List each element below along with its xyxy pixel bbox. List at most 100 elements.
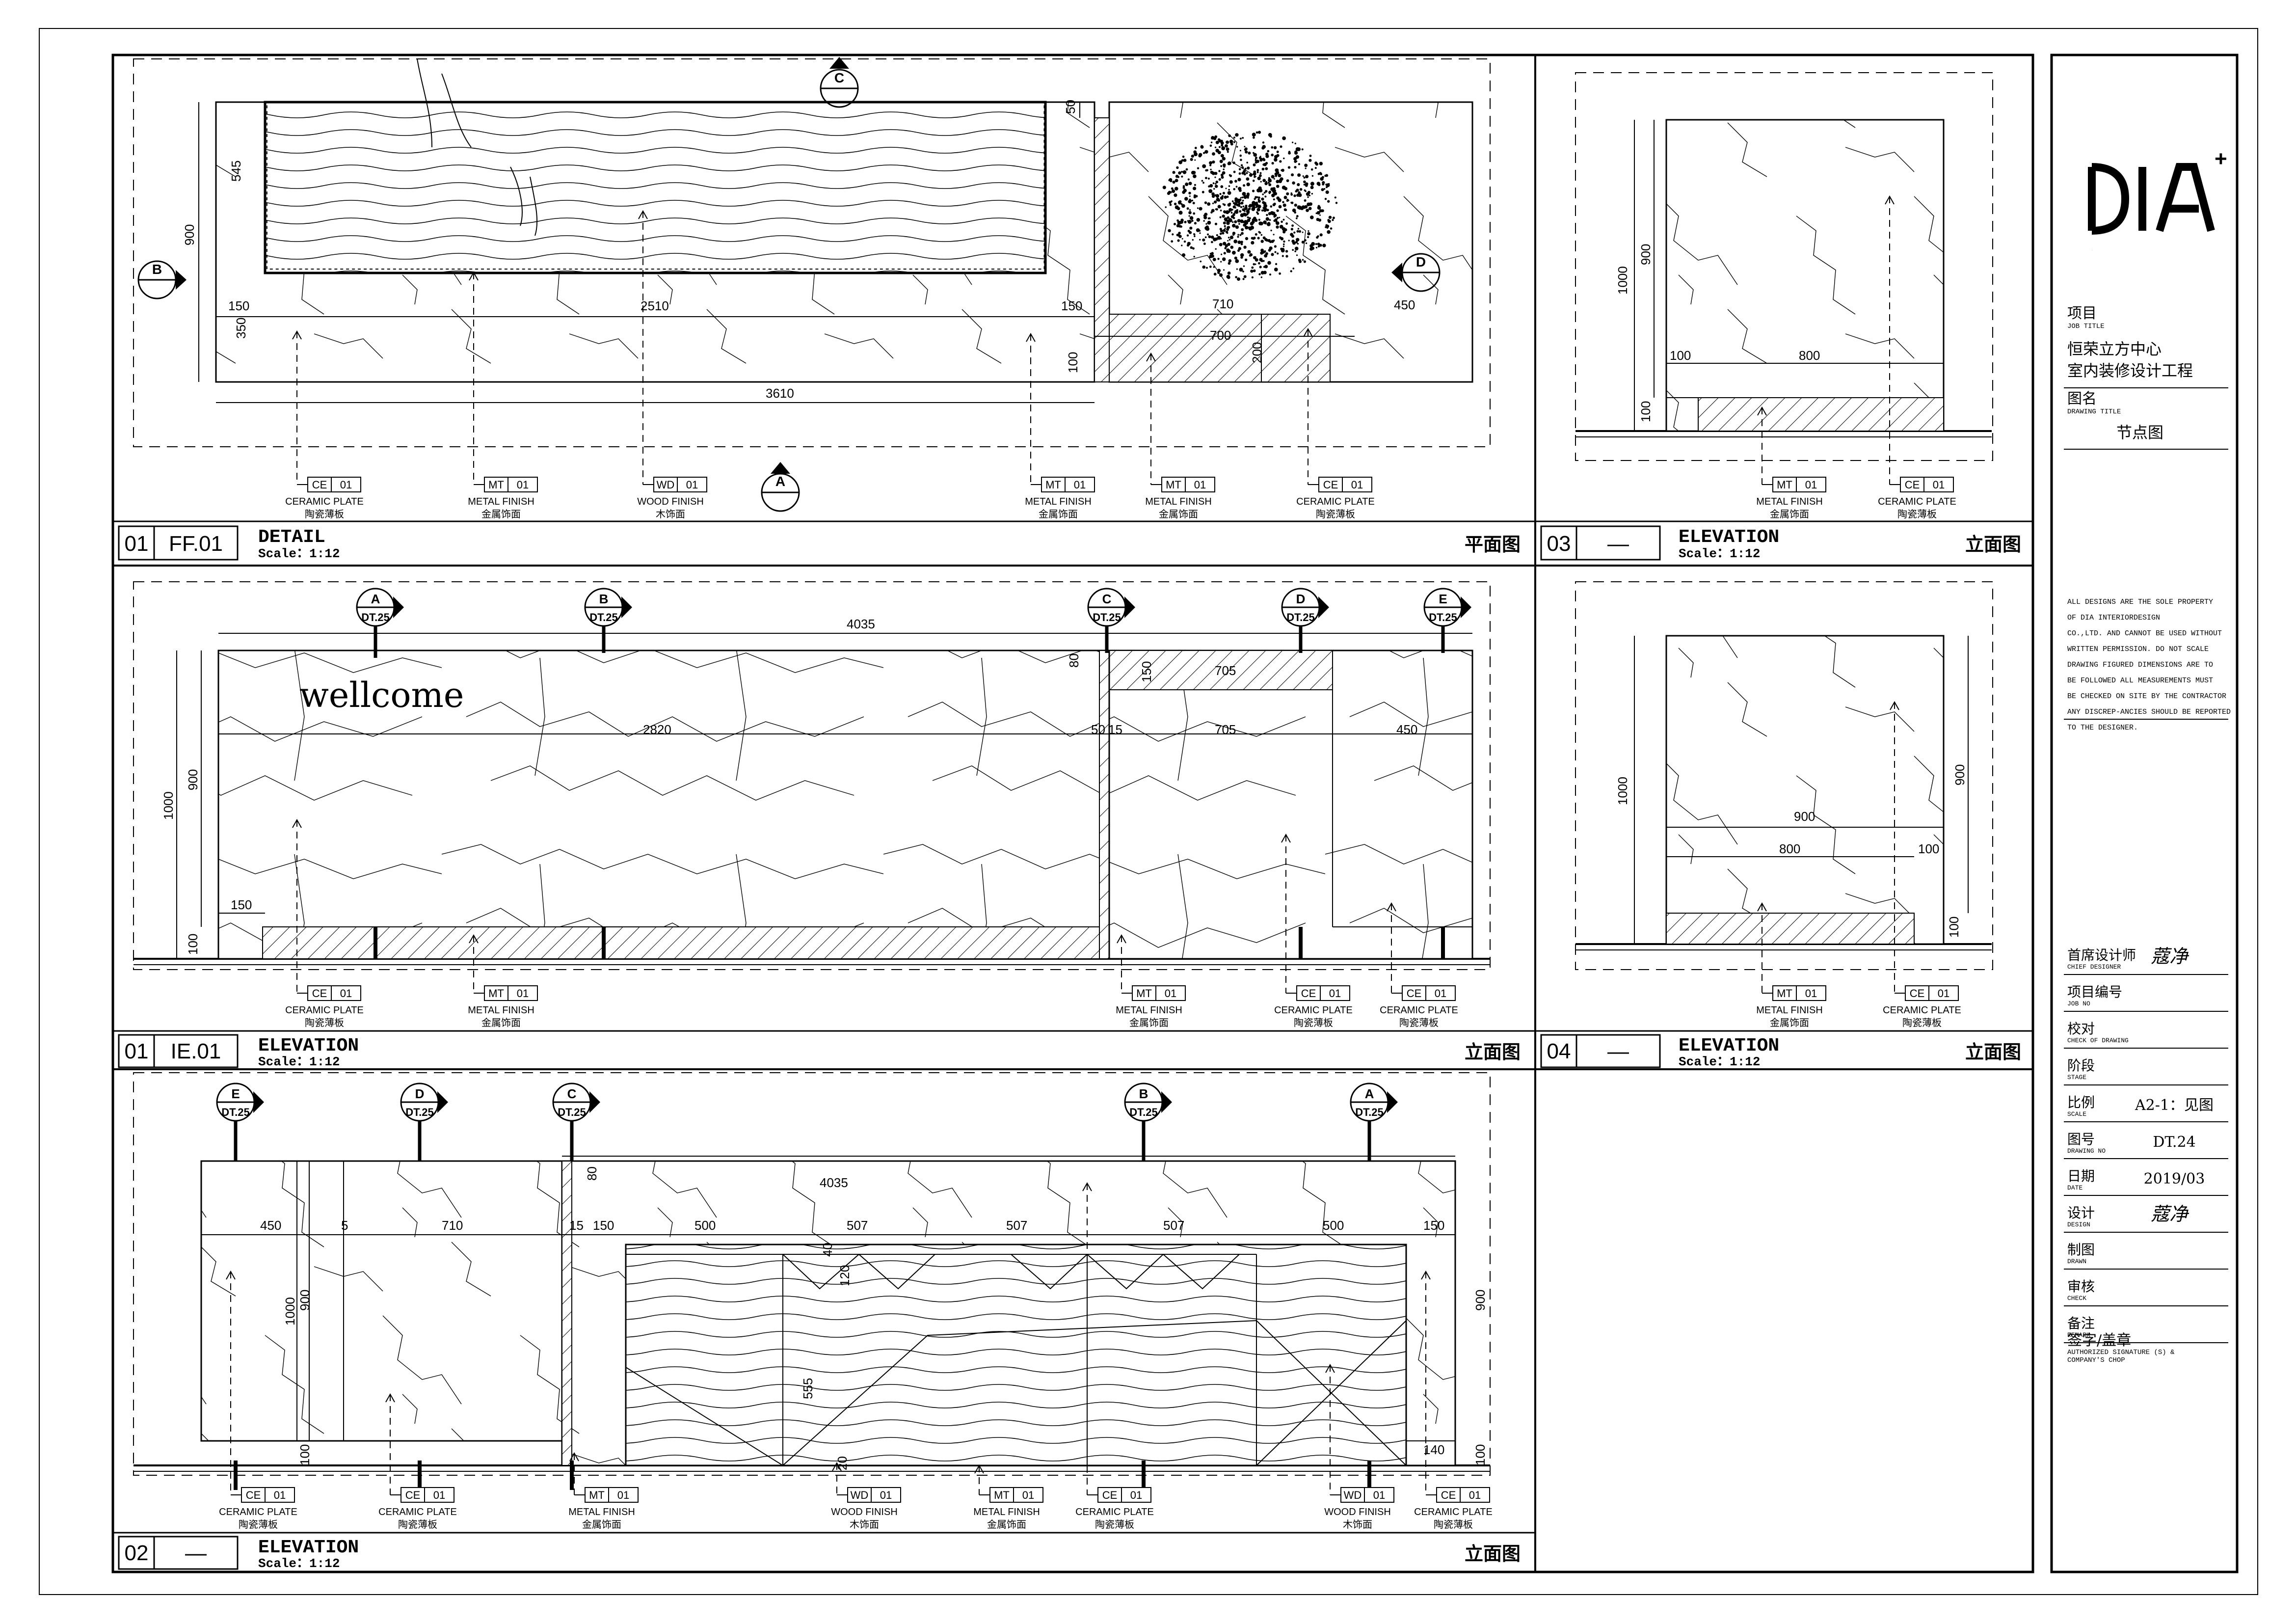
svg-text:04: 04	[1547, 1039, 1571, 1063]
material-num: 01	[1933, 479, 1945, 491]
material-num: 01	[1373, 1489, 1385, 1501]
section-callout-c[interactable]: C	[820, 57, 859, 108]
field-label-cn: 审核	[2067, 1278, 2095, 1295]
material-code: WD	[851, 1489, 869, 1501]
callout-ref: DT.25	[1129, 1106, 1157, 1118]
material-num: 01	[1130, 1489, 1142, 1501]
svg-text:900: 900	[1473, 1290, 1488, 1311]
material-num: 01	[1435, 987, 1446, 1000]
section-callout-b[interactable]: B	[137, 260, 187, 299]
material-name-en: WOOD FINISH	[637, 496, 704, 507]
field-label-cn: 图号	[2067, 1131, 2095, 1147]
svg-text:100: 100	[1918, 841, 1939, 856]
section-callout-e[interactable]: E DT.25	[1423, 588, 1471, 653]
field-label-en: CHIEF DESIGNER	[2067, 963, 2121, 971]
svg-text:C: C	[834, 70, 844, 85]
material-name-cn: 陶瓷薄板	[1902, 1017, 1942, 1029]
callout-ref: DT.25	[221, 1106, 249, 1118]
callout-letter: A	[1365, 1086, 1374, 1101]
svg-text:100: 100	[297, 1444, 312, 1465]
material-code: WD	[1344, 1489, 1362, 1501]
svg-text:节点图: 节点图	[2116, 423, 2163, 442]
material-name-cn: 金属饰面	[1770, 1017, 1809, 1029]
notice-line: DRAWING FIGURED DIMENSIONS ARE TO	[2067, 661, 2213, 669]
section-callout-c[interactable]: CDT.25	[552, 1083, 600, 1161]
section-callout-d[interactable]: D DT.25	[400, 1083, 448, 1161]
field-value: DT.24	[2153, 1134, 2195, 1151]
material-name-cn: 金属饰面	[1039, 508, 1078, 520]
field-label-en: DESIGN	[2067, 1221, 2090, 1228]
section-callout-a[interactable]: A	[761, 462, 800, 512]
field-label-cn: 日期	[2067, 1168, 2095, 1184]
material-name-en: CERAMIC PLATE	[1878, 496, 1956, 507]
field-label-cn: 制图	[2067, 1242, 2095, 1258]
material-name-en: CERAMIC PLATE	[1075, 1507, 1154, 1517]
section-callout-a[interactable]: ADT.25	[1350, 1083, 1398, 1161]
section-callout-e[interactable]: EDT.25	[216, 1083, 264, 1161]
svg-text:ELEVATION: ELEVATION	[258, 1537, 359, 1558]
material-num: 01	[274, 1489, 286, 1501]
material-code: CE	[312, 479, 327, 491]
callout-ref: DT.25	[558, 1106, 586, 1118]
field-label-en: DRAWN	[2067, 1258, 2086, 1265]
svg-text:150: 150	[228, 298, 249, 313]
material-name-en: METAL FINISH	[1145, 496, 1212, 507]
section-callout-b[interactable]: BDT.25	[584, 588, 632, 653]
section-callout-d[interactable]: D	[1391, 253, 1441, 292]
svg-text:签字/盖章: 签字/盖章	[2067, 1332, 2131, 1349]
section-callout-b[interactable]: BDT.25	[1124, 1083, 1172, 1161]
svg-text:500: 500	[694, 1218, 716, 1233]
svg-text:545: 545	[229, 161, 243, 182]
material-num: 01	[617, 1489, 629, 1501]
section-callout-a[interactable]: ADT.25	[356, 588, 404, 658]
material-name-en: METAL FINISH	[568, 1507, 635, 1517]
svg-text:图名: 图名	[2067, 390, 2097, 407]
callout-ref: DT.25	[1429, 611, 1457, 623]
material-name-cn: 陶瓷薄板	[1294, 1017, 1333, 1029]
material-code: MT	[1777, 479, 1792, 491]
material-name-cn: 金属饰面	[481, 508, 521, 520]
callout-letter: D	[415, 1086, 425, 1101]
svg-text:450: 450	[1394, 298, 1415, 312]
section-callout-d[interactable]: DDT.25	[1281, 588, 1329, 653]
callout-ref: DT.25	[361, 611, 389, 623]
field-label-en: CHECK	[2067, 1295, 2086, 1302]
svg-text:710: 710	[1212, 297, 1233, 311]
svg-text:800: 800	[1799, 348, 1820, 363]
callout-ref: DT.25	[405, 1106, 433, 1118]
view-title-04: 04 — ELEVATION Scale：1:12 立面图	[1535, 1030, 2033, 1069]
svg-text:2820: 2820	[643, 722, 671, 737]
material-name-cn: 金属饰面	[582, 1518, 621, 1530]
callout-letter: E	[1439, 592, 1447, 606]
svg-text:900: 900	[297, 1290, 312, 1311]
svg-text:900: 900	[182, 224, 197, 245]
view-title-02: 02 — ELEVATION Scale：1:12 立面图	[113, 1532, 1535, 1571]
material-num: 01	[1938, 987, 1949, 1000]
section-callout-c[interactable]: CDT.25	[1087, 588, 1135, 653]
material-code: MT	[488, 987, 504, 1000]
